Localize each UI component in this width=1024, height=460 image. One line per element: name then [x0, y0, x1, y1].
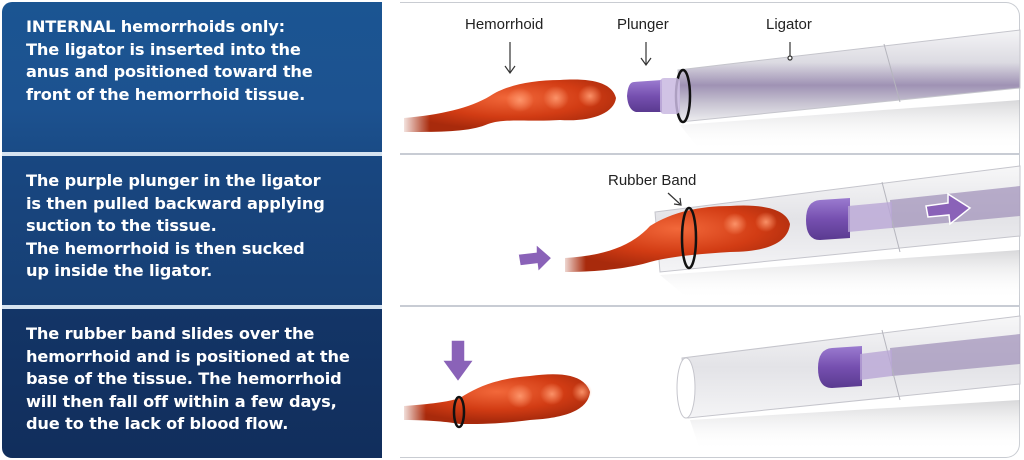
- step-1-line: The ligator is inserted into the: [26, 39, 301, 59]
- label-arrows: [504, 42, 793, 75]
- step-3-line: base of the tissue. The hemorrhoid: [26, 369, 342, 388]
- step-3-line: The rubber band slides over the: [26, 324, 315, 343]
- step-2-text-panel: The purple plunger in the ligator is the…: [2, 156, 382, 305]
- step-2-line: The purple plunger in the ligator: [26, 171, 321, 190]
- label-rubber-band: Rubber Band: [608, 172, 697, 189]
- step-3-line: due to the lack of blood flow.: [26, 414, 289, 433]
- step-2-line: suction to the tissue.: [26, 216, 217, 235]
- plunger-icon: [806, 198, 892, 240]
- down-arrow-icon: [440, 339, 476, 384]
- step-1-line: front of the hemorrhoid tissue.: [26, 84, 306, 104]
- hemorrhoid-icon: [400, 374, 592, 426]
- instructions-column: INTERNAL hemorrhoids only: The ligator i…: [2, 2, 382, 458]
- push-arrow-icon: [517, 242, 554, 274]
- step-2-line: The hemorrhoid is then sucked: [26, 238, 305, 258]
- plunger-icon: [818, 346, 892, 388]
- panel-separator: [2, 305, 382, 309]
- step-1-line: anus and positioned toward the: [26, 62, 313, 81]
- step-1-line: INTERNAL hemorrhoids only:: [26, 17, 285, 36]
- step-3-line: will then fall off within a few days,: [26, 391, 337, 411]
- step-3-line: hemorrhoid and is positioned at the: [26, 346, 350, 366]
- label-hemorrhoid: Hemorrhoid: [465, 16, 544, 33]
- step-2-line: is then pulled backward applying: [26, 193, 325, 213]
- step-2-illustration: [517, 165, 1021, 300]
- step-3-text-panel: The rubber band slides over the hemorrho…: [2, 309, 382, 458]
- pull-arrow-icon: [925, 192, 972, 226]
- plunger-icon: [627, 78, 680, 114]
- rubber-band-icon: [452, 395, 466, 429]
- step-2-line: up inside the ligator.: [26, 261, 213, 280]
- label-arrows: [667, 192, 682, 206]
- panel-separator: [2, 152, 382, 156]
- step-1-illustration: [400, 29, 1021, 150]
- illustration-divider: [400, 153, 1020, 155]
- step-1-text-panel: INTERNAL hemorrhoids only: The ligator i…: [2, 2, 382, 152]
- step-3-illustration: [400, 315, 1021, 450]
- label-plunger: Plunger: [617, 16, 669, 33]
- label-ligator: Ligator: [766, 16, 812, 33]
- hemorrhoid-icon: [560, 205, 790, 276]
- hemorrhoid-icon: [400, 79, 616, 136]
- rubber-band-icon: [680, 206, 698, 270]
- illustration-divider: [400, 305, 1020, 307]
